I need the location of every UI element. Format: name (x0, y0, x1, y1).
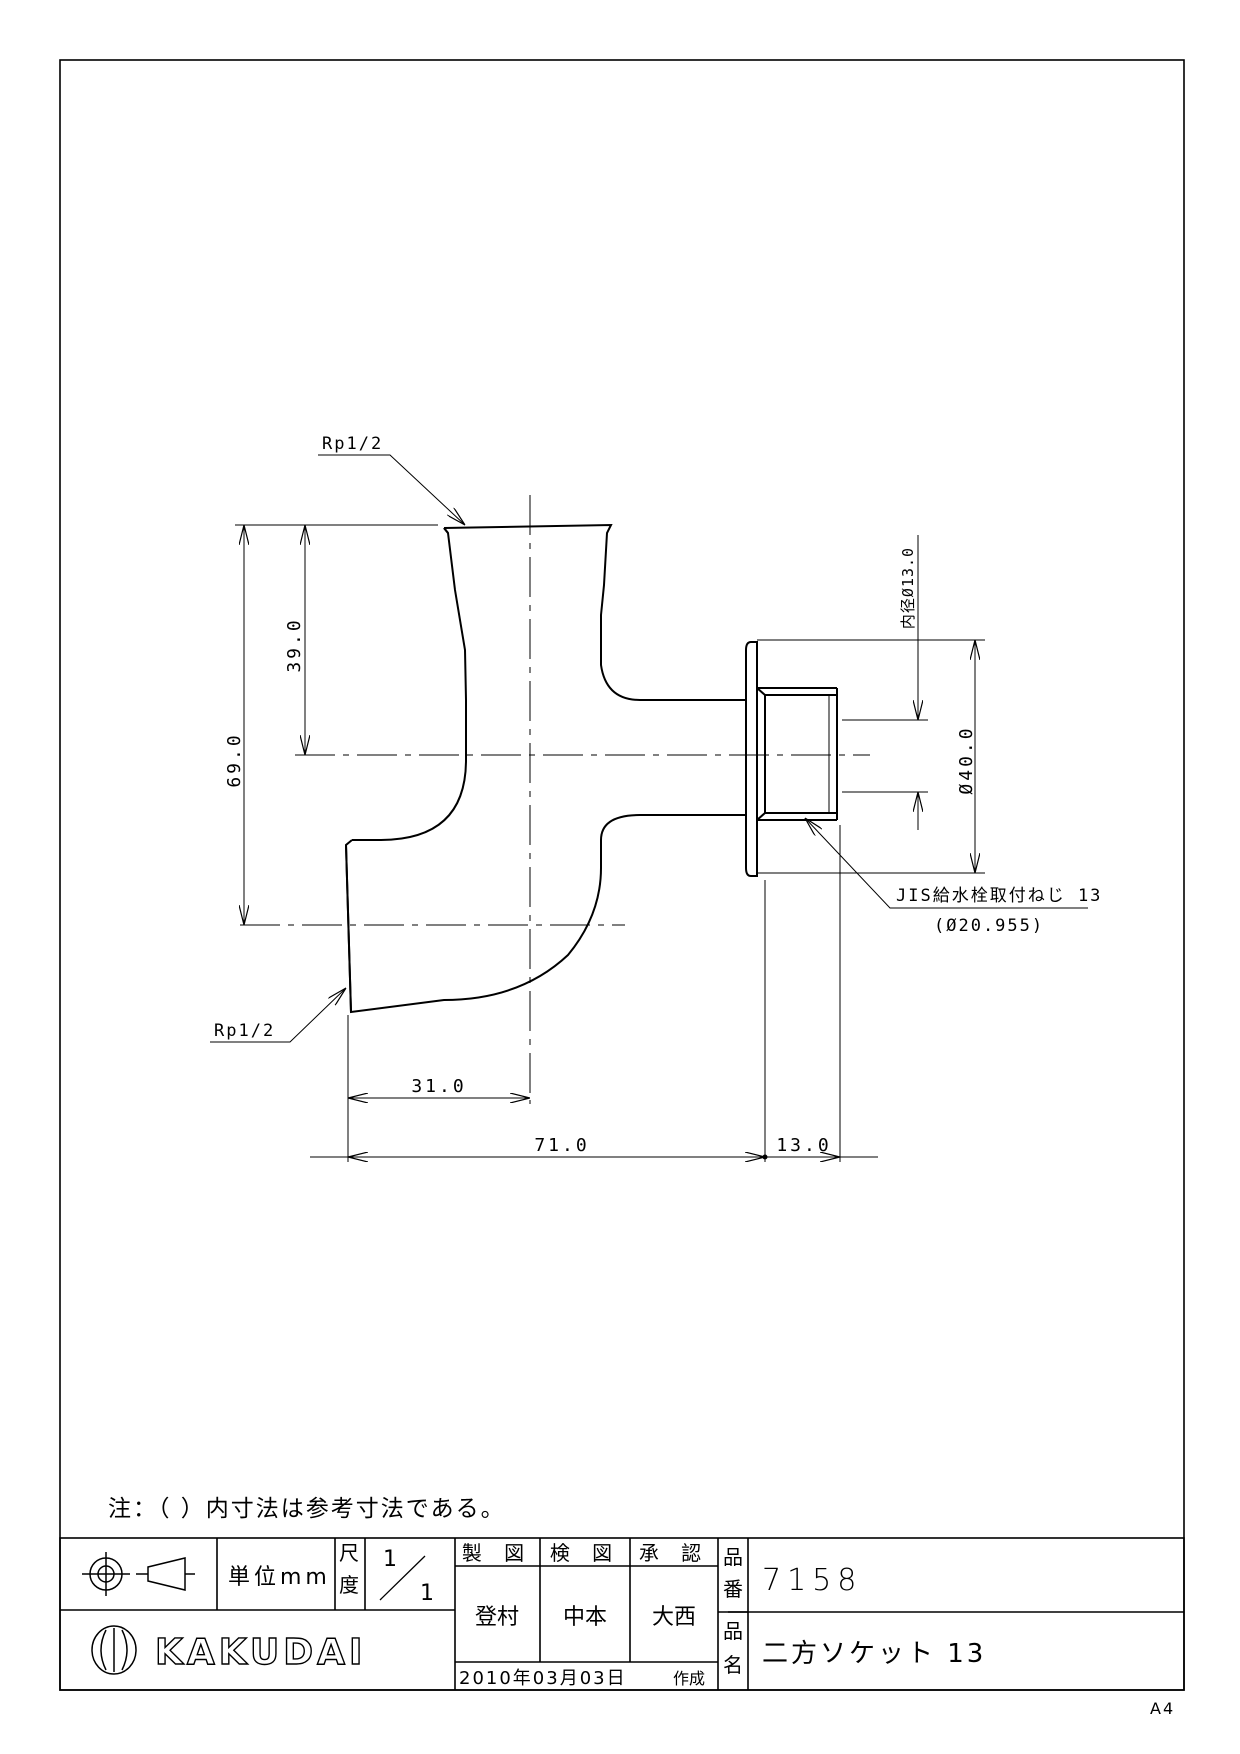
projection-symbol-icon (82, 1552, 195, 1596)
flange (745, 641, 758, 877)
scale-denominator: 1 (420, 1581, 434, 1606)
leader-thread (805, 818, 1088, 909)
drawn-header: 製 図 (462, 1541, 532, 1565)
leader-rp-top (318, 454, 465, 525)
approved-by: 大西 (652, 1605, 696, 1630)
part-name-label-2: 名 (723, 1653, 743, 1677)
created-label: 作成 (673, 1669, 705, 1688)
left-body-curve (352, 527, 467, 841)
dimension-lines (210, 454, 1088, 1157)
dim-flange-diameter: Ø40.0 (956, 725, 977, 794)
part-name-label-1: 品 (723, 1619, 743, 1643)
lower-body (344, 814, 740, 1014)
thread-boss (764, 694, 838, 814)
dim-offset: 31.0 (411, 1076, 466, 1097)
dim-inner-diameter: 内径Ø13.0 (899, 547, 917, 629)
checked-by: 中本 (563, 1605, 607, 1630)
scale-slash (379, 1555, 426, 1601)
drawn-by: 登村 (475, 1605, 519, 1630)
part-no-label-2: 番 (723, 1577, 743, 1601)
dim-junction-dot (762, 1154, 768, 1160)
part-outline (344, 523, 838, 1014)
extension-lines (235, 524, 985, 1162)
title-block (59, 1537, 1185, 1691)
paper-size: A4 (1150, 1699, 1175, 1718)
dim-height-total: 69.0 (224, 732, 245, 787)
part-number: 7158 (762, 1563, 862, 1598)
label-rp-bottom: Rp1/2 (214, 1021, 275, 1041)
label-thread-name: JIS給水栓取付ねじ 13 (896, 886, 1102, 906)
reference-note: 注：（ ）内寸法は参考寸法である。 (108, 1496, 506, 1522)
center-lines (240, 495, 870, 1100)
dim-thread-length: 13.0 (776, 1135, 831, 1156)
drawing-date: 2010年03月03日 (459, 1668, 627, 1689)
sheet-border (59, 59, 1185, 1691)
label-rp-top: Rp1/2 (322, 434, 383, 454)
brand-wordmark: KAKUDAI (155, 1632, 366, 1673)
scale-label-2: 度 (339, 1573, 359, 1597)
checked-header: 検 図 (550, 1541, 620, 1565)
dim-width-total: 71.0 (534, 1135, 589, 1156)
scale-numerator: 1 (383, 1547, 397, 1572)
part-name: 二方ソケット 13 (762, 1639, 986, 1669)
part-no-label-1: 品 (723, 1545, 743, 1569)
label-thread-diameter: (Ø20.955) (934, 916, 1044, 936)
unit-label: 単位mm (228, 1565, 331, 1590)
leader-rp-bottom (210, 988, 346, 1043)
kakudai-logo-icon (91, 1625, 137, 1675)
dim-height-upper: 39.0 (284, 617, 305, 672)
upper-body-right (443, 523, 740, 701)
scale-label-1: 尺 (339, 1541, 359, 1565)
approved-header: 承 認 (639, 1541, 709, 1565)
